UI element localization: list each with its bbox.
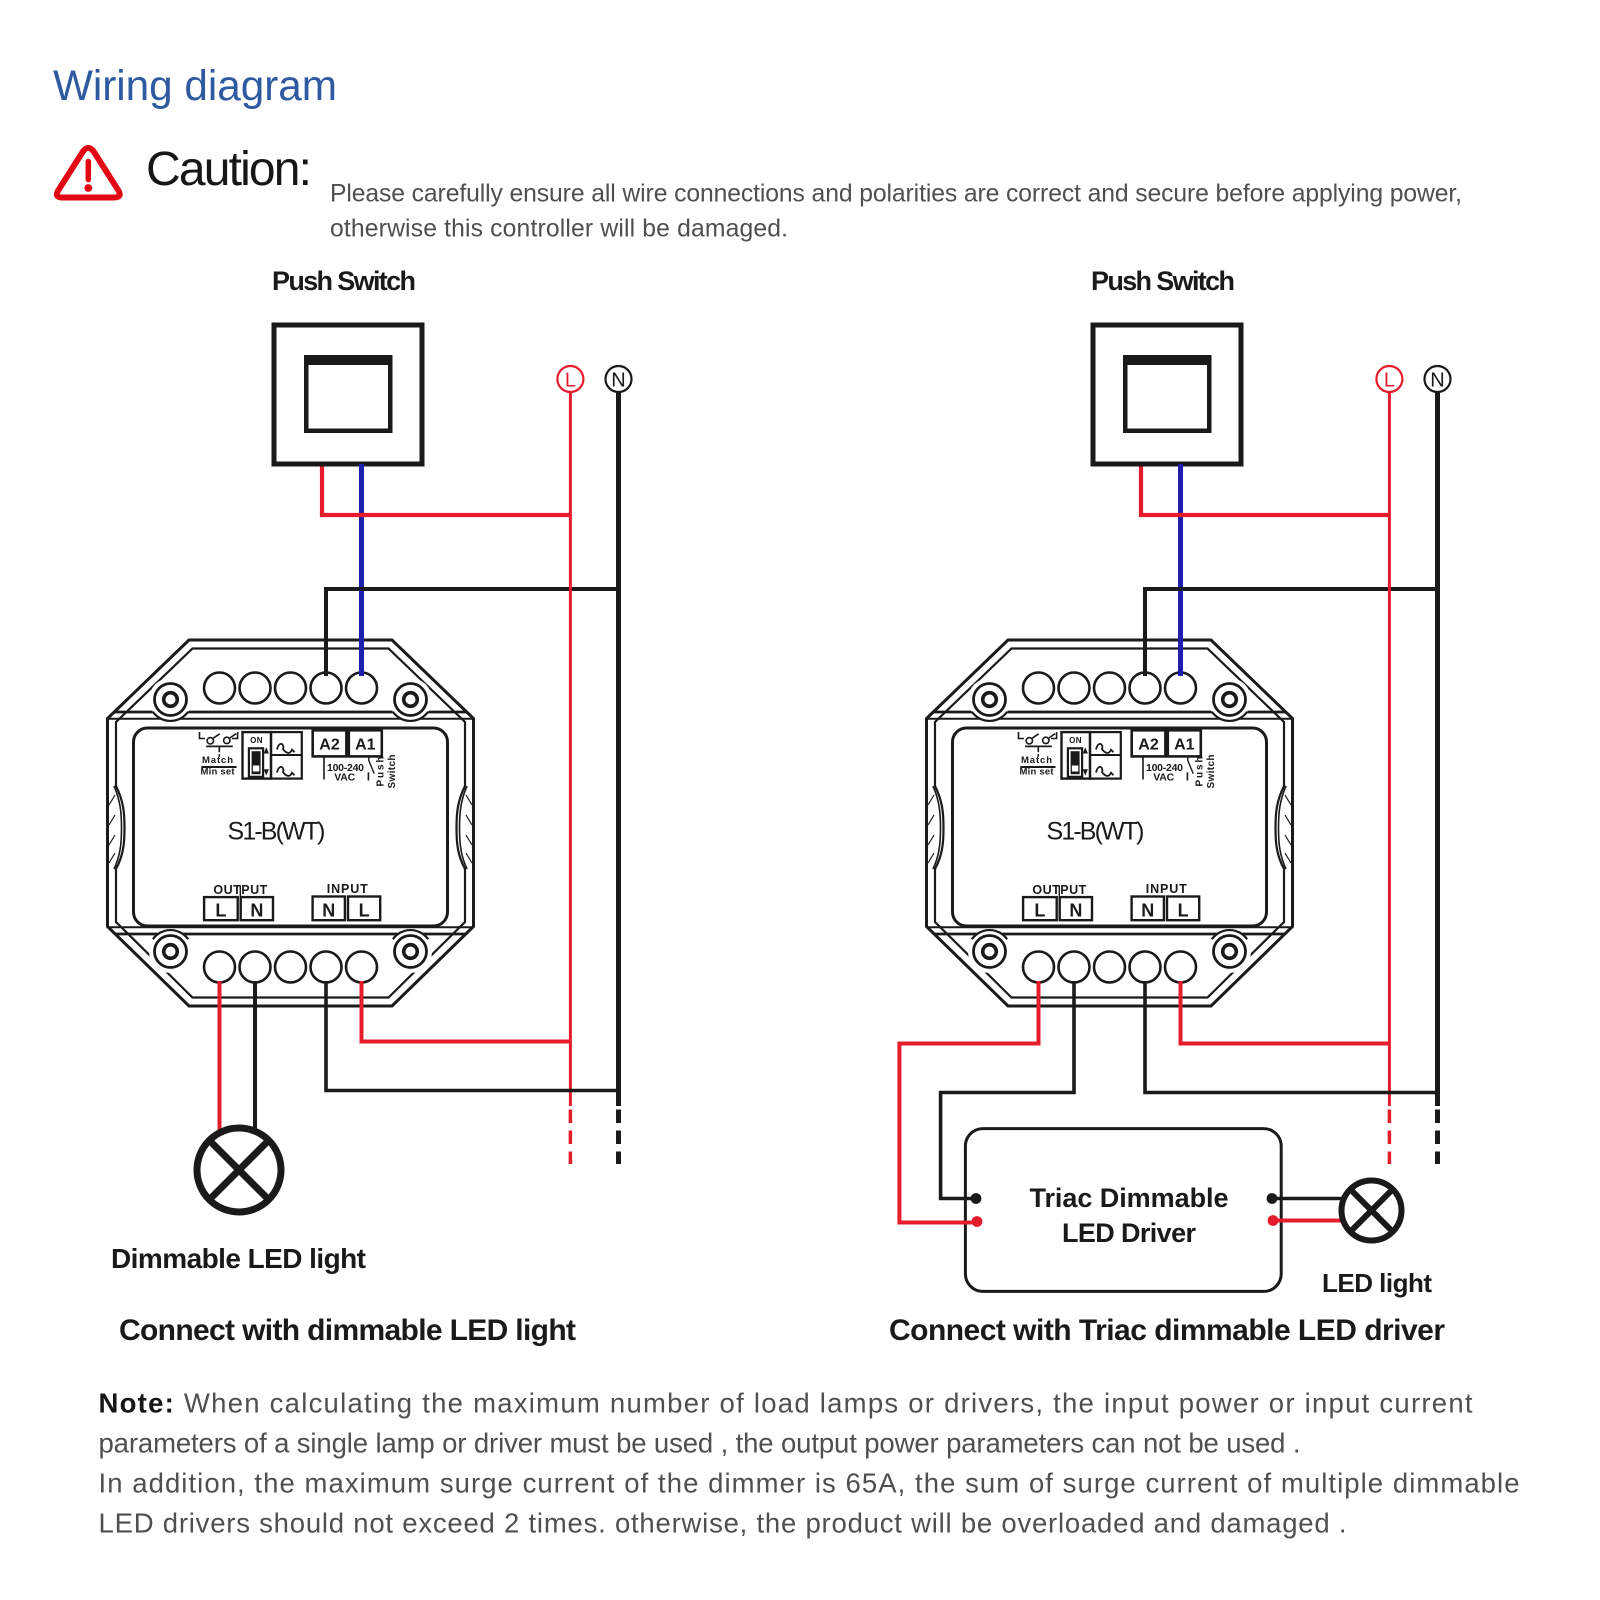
svg-text:Caution:: Caution: xyxy=(146,143,312,196)
svg-text:LED drivers should not exceed: LED drivers should not exceed 2 times. o… xyxy=(99,1507,1347,1538)
svg-text:N: N xyxy=(611,370,625,392)
svg-text:Connect with Triac dimmable LE: Connect with Triac dimmable LED driver xyxy=(889,1314,1445,1347)
svg-text:LED light: LED light xyxy=(1322,1268,1432,1298)
svg-text:N: N xyxy=(1430,370,1444,392)
svg-text:otherwise this controller will: otherwise this controller will be damage… xyxy=(330,216,788,243)
svg-text:Note: When calculating the max: Note: When calculating the maximum numbe… xyxy=(99,1388,1473,1419)
svg-text:Please carefully ensure all wi: Please carefully ensure all wire connect… xyxy=(330,181,1462,208)
svg-text:Connect with dimmable LED ligh: Connect with dimmable LED light xyxy=(119,1314,576,1347)
svg-text:Push Switch: Push Switch xyxy=(272,266,416,296)
svg-text:Dimmable LED light: Dimmable LED light xyxy=(111,1243,366,1274)
svg-text:L: L xyxy=(1384,370,1395,392)
svg-text:LED Driver: LED Driver xyxy=(1062,1218,1196,1248)
svg-text:In addition, the maximum surge: In addition, the maximum surge current o… xyxy=(99,1467,1520,1498)
svg-text:Push Switch: Push Switch xyxy=(1091,266,1235,296)
svg-text:L: L xyxy=(565,370,576,392)
svg-text:Wiring diagram: Wiring diagram xyxy=(53,62,337,109)
svg-text:Triac Dimmable: Triac Dimmable xyxy=(1030,1183,1229,1213)
svg-text:parameters of a single lamp or: parameters of a single lamp or driver mu… xyxy=(99,1428,1301,1459)
